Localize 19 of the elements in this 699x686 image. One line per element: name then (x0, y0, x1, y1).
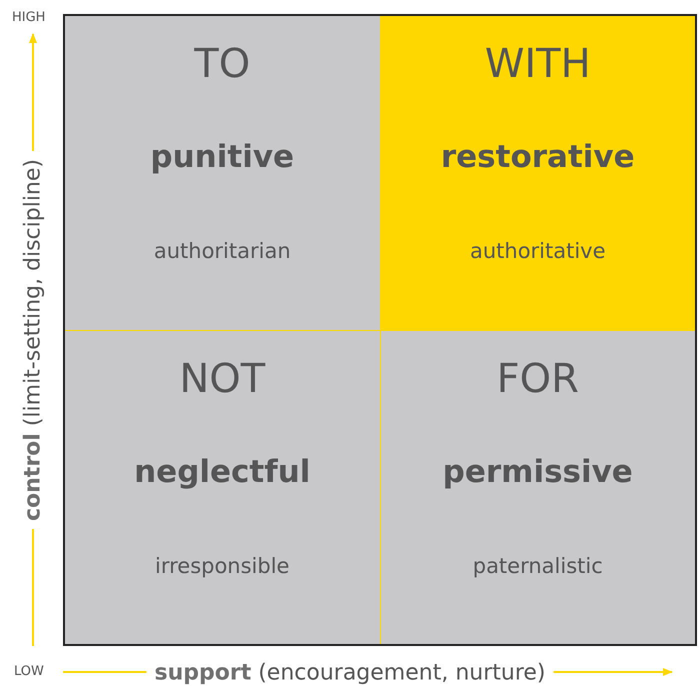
quadrant-term: restorative (440, 142, 635, 173)
axis-title: support (encouragement, nurture) (146, 660, 554, 686)
quadrant-term: punitive (150, 142, 294, 173)
quadrant-description: authoritative (470, 241, 606, 262)
quadrant-term: permissive (442, 456, 633, 488)
quadrant-heading: NOT (179, 358, 266, 398)
quadrant-heading: WITH (484, 44, 591, 84)
quadrant-heading: FOR (496, 358, 579, 398)
axis-title: control (limit-setting, discipline) (20, 151, 46, 529)
quadrant-description: irresponsible (155, 556, 290, 576)
quadrant-term: neglectful (134, 456, 310, 488)
quadrant-box (380, 330, 695, 644)
quadrant-box (65, 330, 380, 644)
quadrant-box (65, 16, 380, 330)
quadrant-description: authoritarian (154, 241, 291, 262)
axis-end-label: LOW (14, 664, 44, 679)
quadrant-heading: TO (194, 44, 250, 84)
quadrant-description: paternalistic (472, 556, 603, 576)
axis-end-label: HIGH (12, 10, 46, 25)
